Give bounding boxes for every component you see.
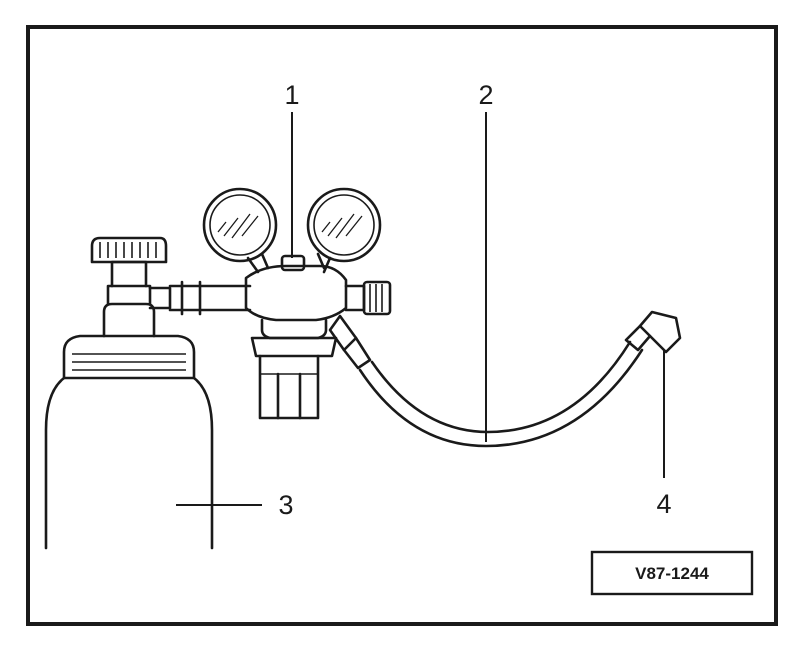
figure-frame	[26, 25, 778, 626]
figure-reference-box: V87-1244	[590, 550, 754, 596]
hose	[328, 314, 644, 448]
callout-2: 2	[478, 80, 493, 110]
figure-reference-label: V87-1244	[635, 564, 709, 583]
gas-cylinder	[44, 236, 214, 550]
callout-4: 4	[656, 489, 671, 519]
pressure-regulator	[168, 187, 392, 420]
callout-3: 3	[278, 490, 293, 520]
callout-1: 1	[284, 80, 299, 110]
connector	[624, 310, 682, 354]
